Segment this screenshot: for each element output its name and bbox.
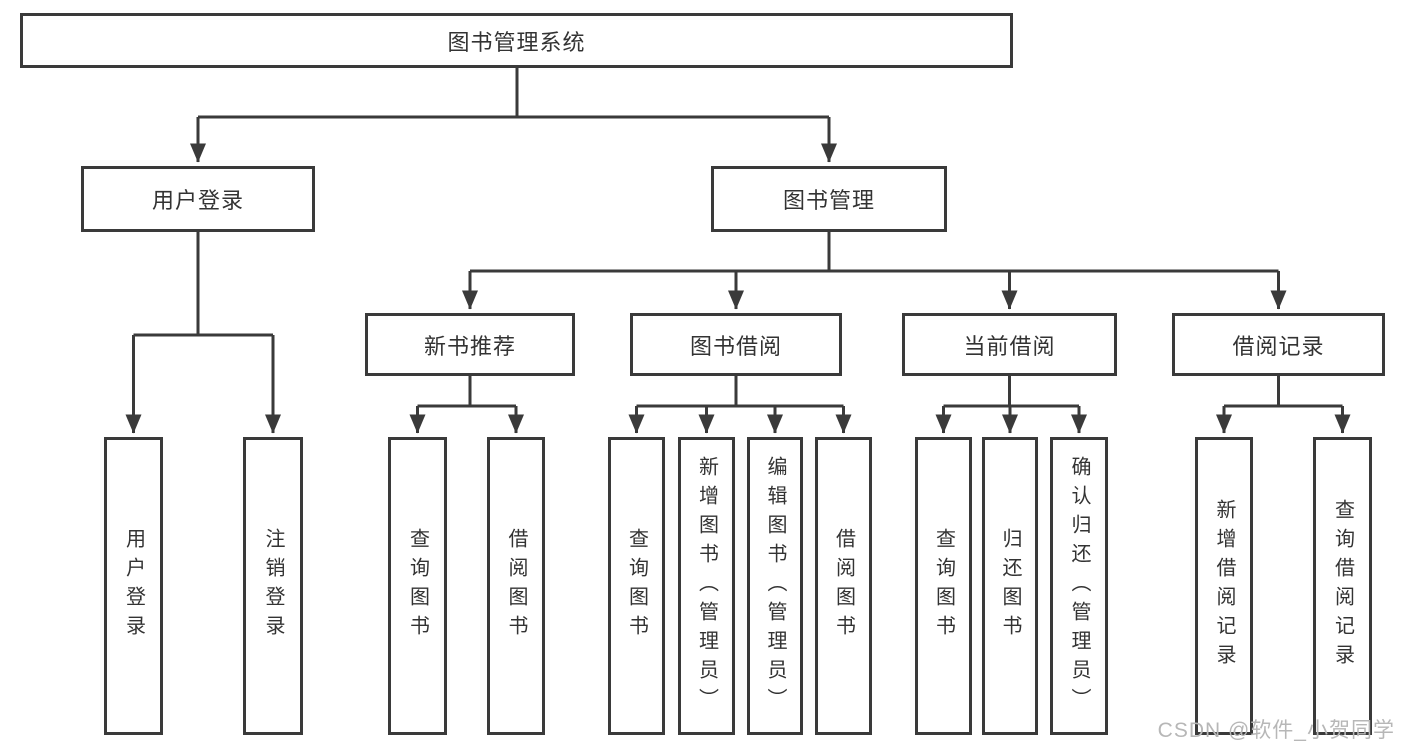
node-label: 查询图书 <box>406 528 429 644</box>
node-label: 归还图书 <box>999 528 1021 644</box>
leaf-query-books-recommend: 查询图书 <box>388 437 447 735</box>
node-root-system: 图书管理系统 <box>20 13 1013 68</box>
node-label: 图书管理系统 <box>447 29 586 55</box>
node-label: 图书借阅 <box>689 333 782 359</box>
node-user-login: 用户登录 <box>81 166 315 232</box>
leaf-logout: 注销登录 <box>243 437 303 735</box>
node-book-borrowing: 图书借阅 <box>630 313 842 376</box>
leaf-add-borrow-record: 新增借阅记录 <box>1195 437 1253 735</box>
leaf-user-login: 用户登录 <box>104 437 163 735</box>
node-book-management: 图书管理 <box>711 166 947 232</box>
node-borrowing-records: 借阅记录 <box>1172 313 1385 376</box>
node-label: 借阅图书 <box>505 528 527 644</box>
csdn-watermark: CSDN @软件_小贺同学 <box>1157 719 1395 742</box>
node-label: 新增图书（管理员） <box>695 455 718 717</box>
leaf-query-books-borrowing: 查询图书 <box>608 437 665 735</box>
node-label: 图书管理 <box>782 188 875 213</box>
leaf-borrow-books-borrowing: 借阅图书 <box>815 437 872 735</box>
leaf-return-books: 归还图书 <box>982 437 1038 735</box>
node-label: 查询借阅记录 <box>1331 499 1354 673</box>
leaf-edit-books-admin: 编辑图书（管理员） <box>747 437 803 735</box>
node-current-borrowing: 当前借阅 <box>902 313 1117 376</box>
node-label: 新增借阅记录 <box>1213 499 1235 673</box>
node-label: 用户登录 <box>151 188 244 213</box>
leaf-borrow-books-recommend: 借阅图书 <box>487 437 545 735</box>
node-label: 当前借阅 <box>963 333 1056 359</box>
node-label: 确认归还（管理员） <box>1068 455 1090 717</box>
node-label: 查询图书 <box>625 528 648 644</box>
leaf-add-books-admin: 新增图书（管理员） <box>678 437 735 735</box>
node-label: 借阅图书 <box>832 528 855 644</box>
leaf-query-books-current: 查询图书 <box>915 437 972 735</box>
leaf-confirm-return-admin: 确认归还（管理员） <box>1050 437 1108 735</box>
node-new-book-recommend: 新书推荐 <box>365 313 575 376</box>
node-label: 新书推荐 <box>423 333 516 359</box>
node-label: 查询图书 <box>932 528 955 644</box>
node-label: 借阅记录 <box>1232 333 1325 359</box>
node-label: 注销登录 <box>262 528 284 644</box>
node-label: 用户登录 <box>122 528 145 644</box>
node-label: 编辑图书（管理员） <box>764 455 786 717</box>
leaf-query-borrow-record: 查询借阅记录 <box>1313 437 1372 735</box>
